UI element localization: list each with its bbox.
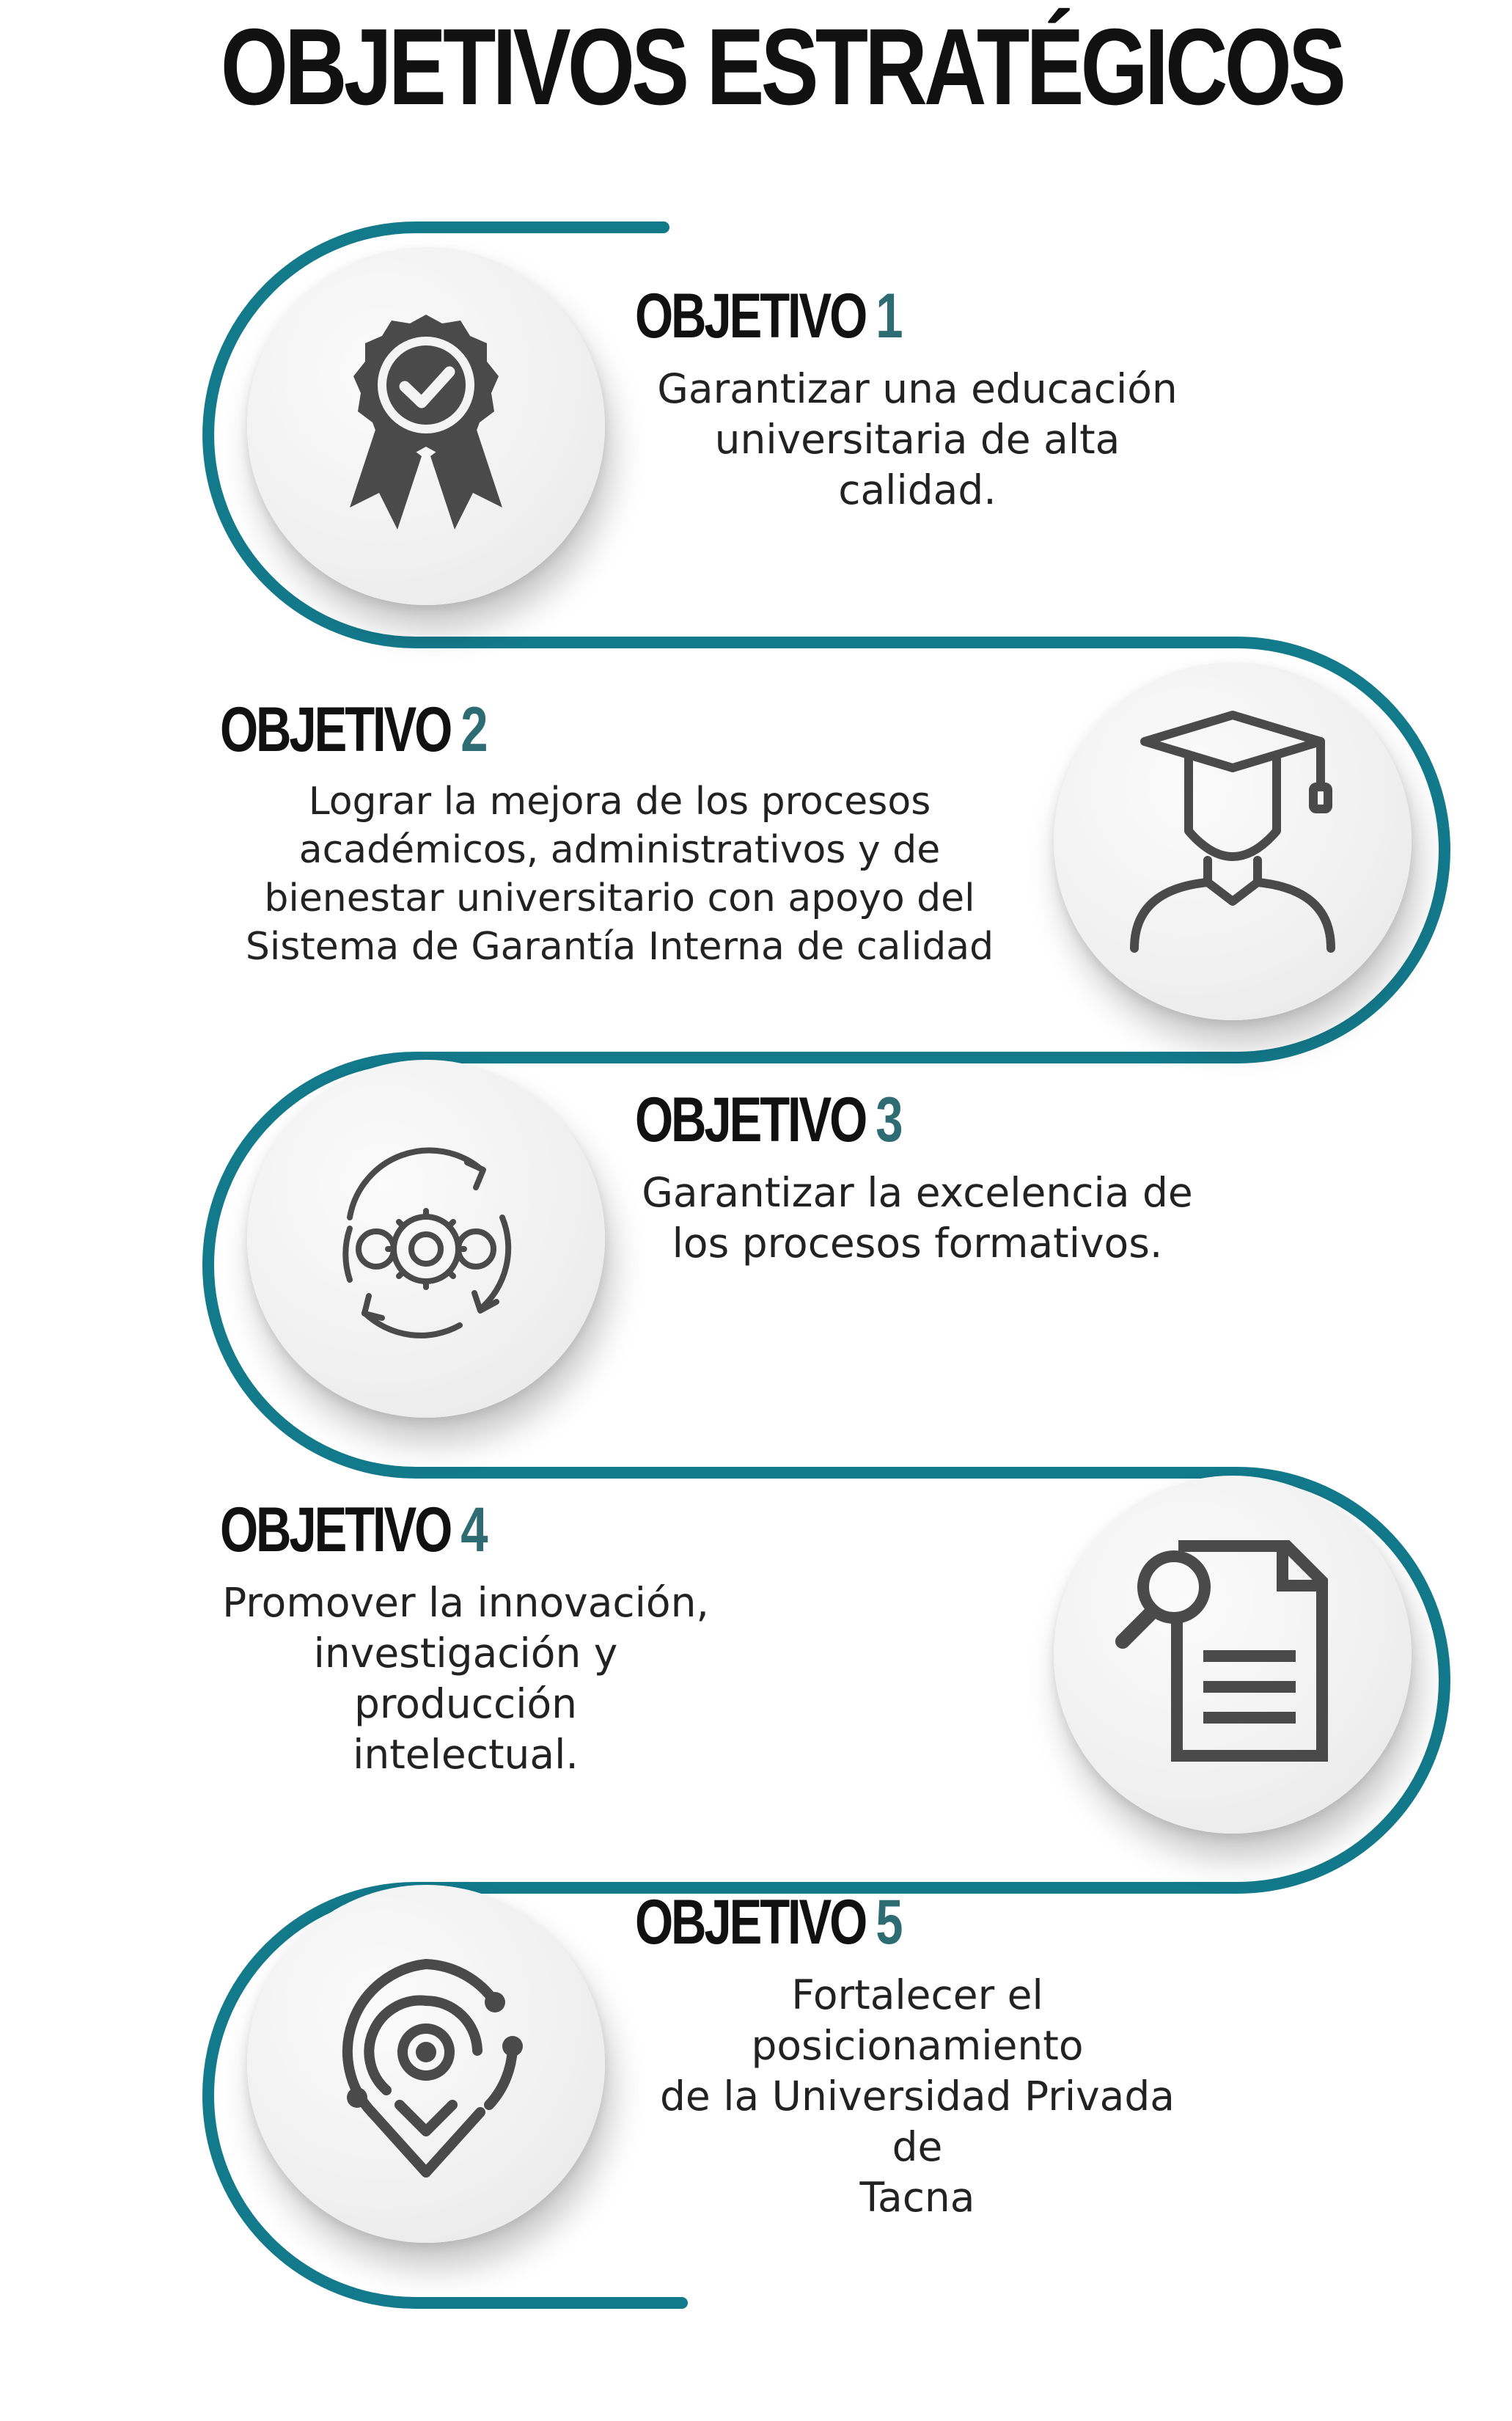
objective-2-text: Lograr la mejora de los procesos académi… — [245, 780, 994, 969]
page-title: OBJETIVOS ESTRATÉGICOS — [220, 7, 1346, 128]
objective-5-icon-disc — [247, 1885, 605, 2243]
location-target-icon — [342, 1959, 523, 2178]
objective-2-icon-disc — [1054, 662, 1412, 1020]
objective-1-number: 1 — [876, 281, 903, 351]
objective-4-number: 4 — [460, 1495, 488, 1565]
graduate-cap-icon — [1130, 711, 1335, 953]
objective-4-text: Promover la innovación, investigación y … — [222, 1579, 709, 1778]
document-search-icon — [1115, 1540, 1328, 1762]
objective-3-number: 3 — [876, 1085, 903, 1155]
objective-4-icon-disc — [1054, 1476, 1412, 1834]
objective-3-icon-disc — [247, 1060, 605, 1418]
gears-cycle-icon — [342, 1147, 512, 1338]
objective-1-icon-disc — [247, 247, 605, 605]
objective-2-number: 2 — [460, 695, 488, 765]
objective-5-text: Fortalecer el posicionamiento de la Univ… — [659, 1971, 1175, 2221]
objective-1-text: Garantizar una educación universitaria d… — [657, 365, 1178, 513]
award-ribbon-check-icon — [350, 315, 502, 530]
objective-3-text: Garantizar la excelencia de los procesos… — [642, 1169, 1193, 1267]
objective-5-number: 5 — [876, 1887, 903, 1957]
